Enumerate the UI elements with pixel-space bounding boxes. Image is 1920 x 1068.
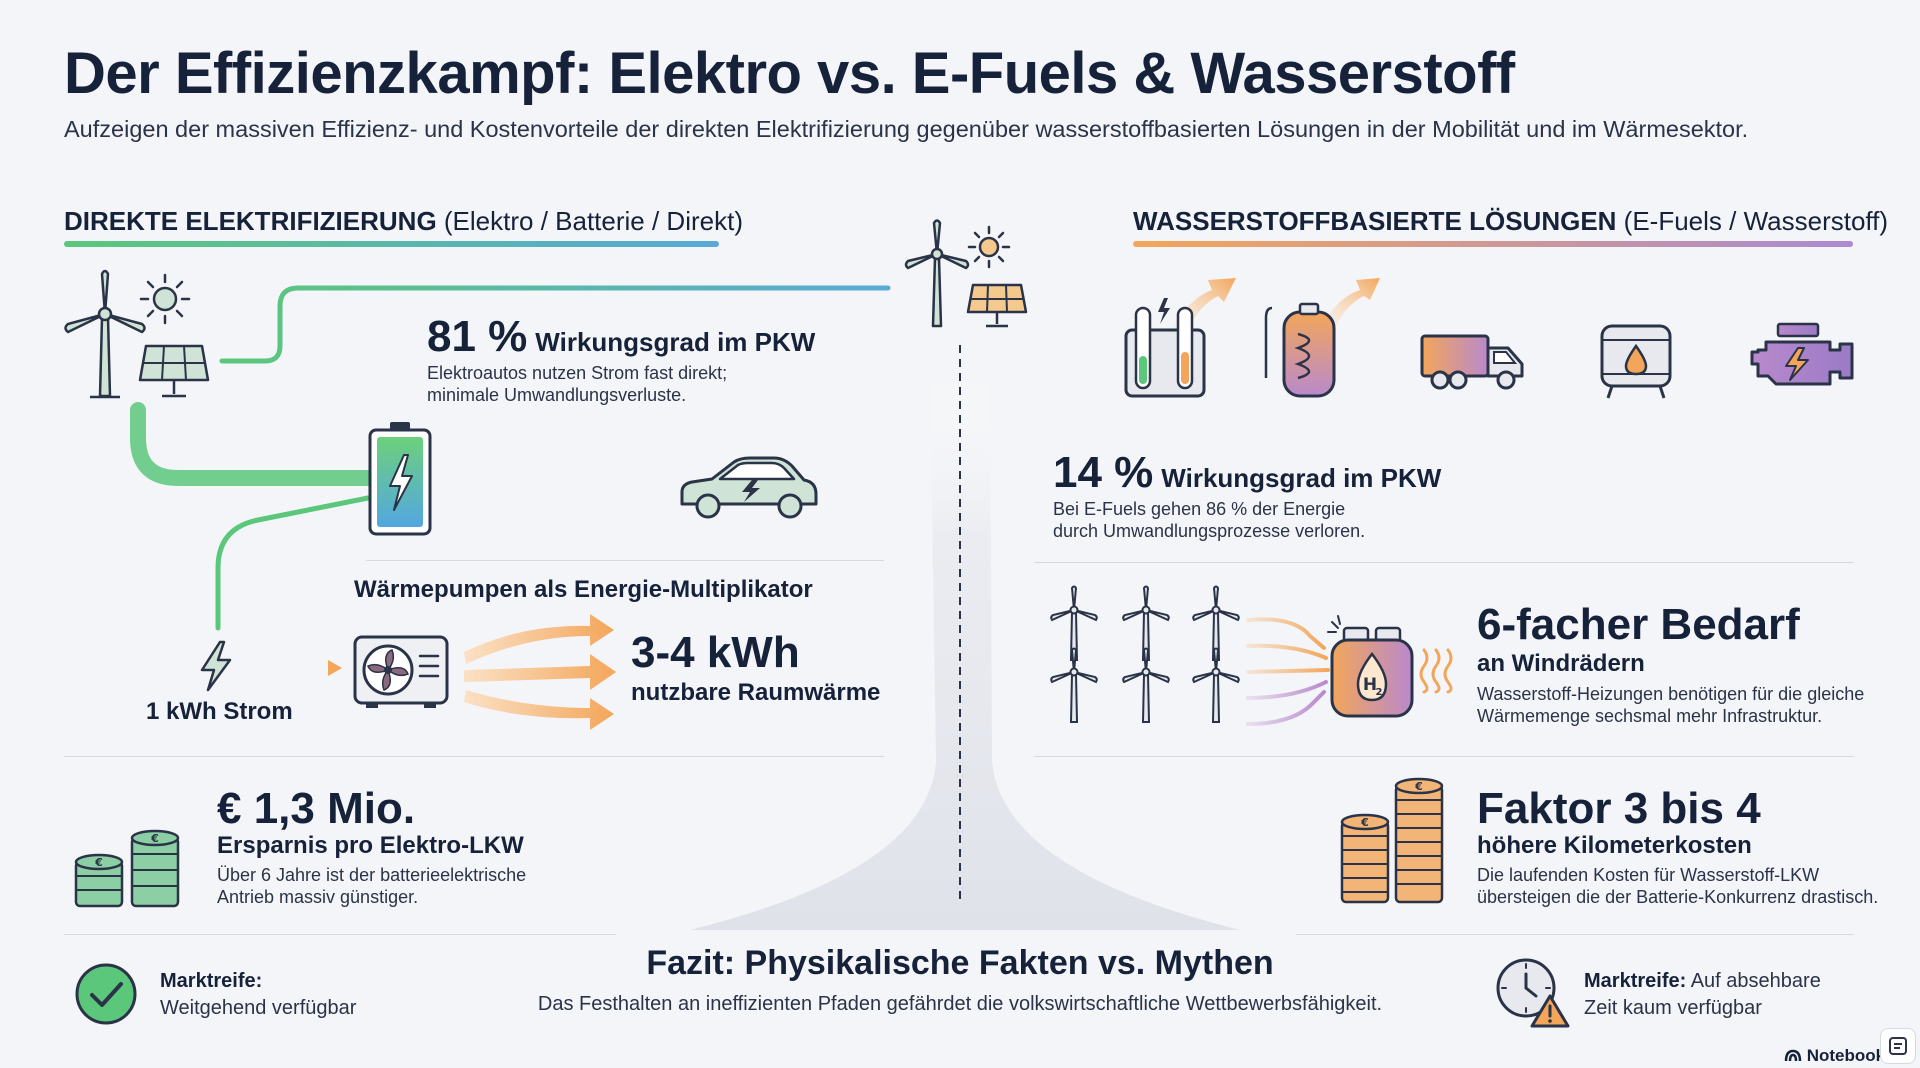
fazit-text: Das Festhalten an ineffizienten Pfaden g… [537,993,1383,1015]
heat-output-value: 3-4 kWh [631,628,800,677]
svg-text:€: € [94,856,103,869]
svg-text:€: € [150,832,159,845]
wind-turbine-icon [64,269,146,399]
sun-icon [139,273,191,325]
right-divider-3 [1296,934,1854,935]
heat-waves-icon [1419,648,1453,694]
right-pkw-desc: Bei E-Fuels gehen 86 % der Energie durch… [1053,499,1366,541]
truck-savings-desc: Über 6 Jahre ist der batterieelektrische… [217,865,527,907]
left-heading: DIREKTE ELEKTRIFIZIERUNG (Elektro / Batt… [64,206,743,237]
right-heat-value: 6-facher Bedarf [1477,600,1800,649]
heat-output-arrows [464,614,616,730]
truck-icon [1420,334,1524,390]
svg-text:€: € [1360,816,1369,829]
left-market: Marktreife: Weitgehend verfügbar [160,970,357,1019]
left-pkw-value: 81 % [427,312,528,361]
left-divider-3 [64,934,616,935]
center-solar-panel-icon [966,283,1028,328]
hydrogen-tank-icon [1264,278,1380,398]
right-heat-label: an Windrädern [1477,650,1645,677]
center-wind-turbine-icon [904,219,970,328]
right-truck-desc: Die laufenden Kosten für Wasserstoff-LKW… [1477,865,1879,907]
left-heading-bold: DIREKTE ELEKTRIFIZIERUNG [64,206,437,236]
right-heading-bold: WASSERSTOFFBASIERTE LÖSUNGEN [1133,206,1617,236]
heat-heading: Wärmepumpen als Energie-Multiplikator [354,576,813,603]
fazit-title: Fazit: Physikalische Fakten vs. Mythen [646,944,1274,982]
battery-icon [368,422,432,536]
left-pkw-desc: Elektroautos nutzen Strom fast direkt; m… [427,363,728,405]
left-pkw-stat: 81 %Wirkungsgrad im PKW [427,312,815,362]
heat-pump-icon [353,635,449,708]
right-pkw-label: Wirkungsgrad im PKW [1161,463,1442,493]
electric-car-icon [680,456,818,519]
capture-icon [1889,1037,1907,1055]
h2-subscript: 2 [1376,687,1383,698]
right-pkw-stat: 14 %Wirkungsgrad im PKW [1053,448,1441,498]
heat-input: 1 kWh Strom [146,698,293,725]
truck-savings-label: Ersparnis pro Elektro-LKW [217,832,524,859]
truck-savings-value: € 1,3 Mio. [217,784,416,833]
right-divider-1 [1034,562,1854,563]
right-pkw-value: 14 % [1053,448,1154,497]
check-circle-icon [75,963,137,1025]
page-subtitle: Aufzeigen der massiven Effizienz- und Ko… [64,116,1749,142]
notebooklm-icon [1784,1049,1802,1062]
clock-warning-icon [1496,958,1570,1028]
left-heading-rest: (Elektro / Batterie / Direkt) [436,206,743,236]
right-truck-value: Faktor 3 bis 4 [1477,784,1761,833]
right-heading-rest: (E-Fuels / Wasserstoff) [1616,206,1889,236]
svg-text:€: € [1414,780,1423,793]
energy-flow-lines [130,285,891,676]
heat-output-label: nutzbare Raumwärme [631,679,881,706]
energy-input-lines [1246,617,1330,726]
engine-icon [1750,322,1854,386]
right-market: Marktreife: Auf absehbare Zeit kaum verf… [1584,970,1821,1019]
hydrogen-boiler-icon: H 2 [1327,615,1414,718]
wind-farm-icon [1050,585,1240,723]
right-divider-2 [1034,756,1854,757]
solar-panel-icon [138,344,210,398]
fuel-tank-icon [1600,324,1672,399]
left-divider-1 [366,560,884,561]
screenshot-button[interactable] [1880,1028,1916,1064]
fazit: Fazit: Physikalische Fakten vs. Mythen D… [460,944,1460,1016]
center-sun-icon [967,225,1011,269]
left-heading-bar [64,241,719,247]
h2-symbol: H [1363,675,1377,695]
right-heat-desc: Wasserstoff-Heizungen benötigen für die … [1477,684,1865,726]
right-heading: WASSERSTOFFBASIERTE LÖSUNGEN (E-Fuels / … [1133,206,1888,237]
right-truck-label: höhere Kilometerkosten [1477,832,1752,859]
euro-coins-orange-icon: € € [1340,777,1444,904]
electrolyzer-icon [1124,278,1236,398]
left-divider-2 [64,756,884,757]
left-pkw-label: Wirkungsgrad im PKW [535,327,816,357]
lightning-bolt-icon [200,640,232,692]
page-title: Der Effizienzkampf: Elektro vs. E-Fuels … [64,41,1515,106]
euro-coins-icon: € € [74,829,180,908]
right-heading-bar [1133,241,1853,247]
